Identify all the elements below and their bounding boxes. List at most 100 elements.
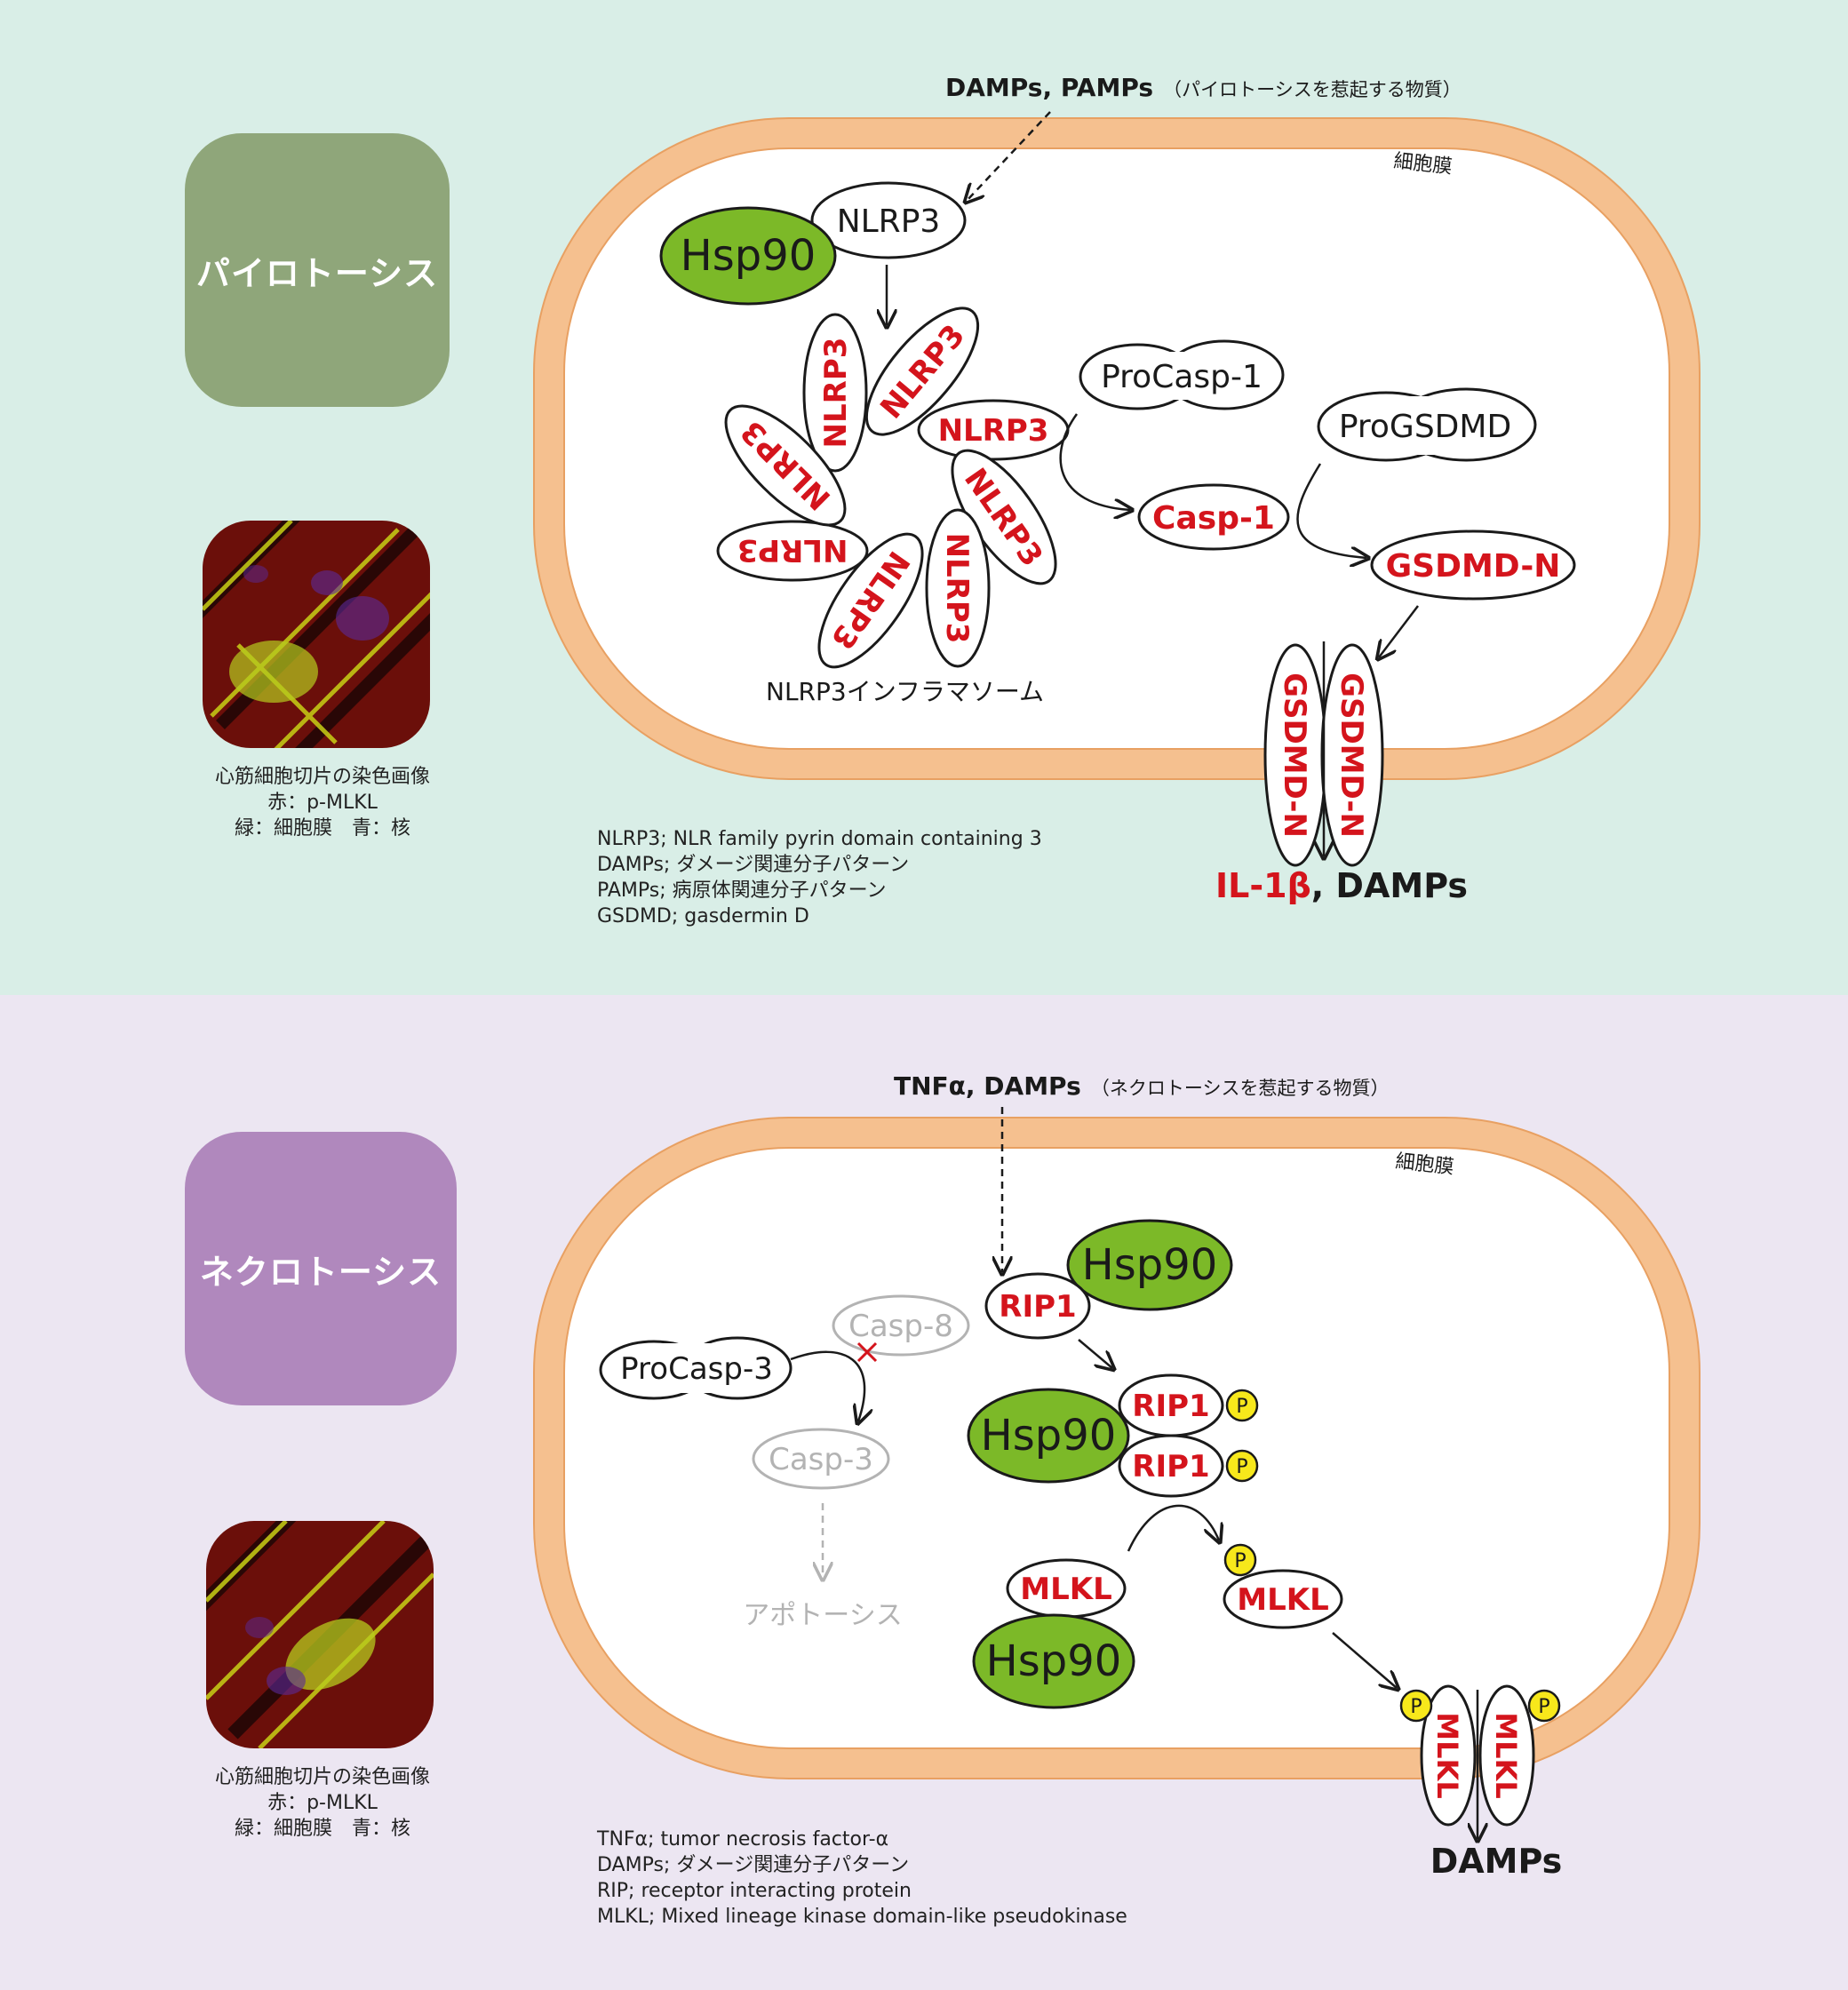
mlkl-ellipse: [1223, 1569, 1343, 1629]
rip1-label: RIP1: [1132, 1389, 1209, 1424]
legend-line: PAMPs; 病原体関連分子パターン: [597, 880, 887, 902]
gsdmdn-unit: GSDMD-N: [1334, 673, 1369, 838]
cell-membrane: [534, 118, 1700, 779]
rip1-label: RIP1: [1132, 1449, 1209, 1485]
procasp1-label: ProCasp-1: [1101, 359, 1263, 395]
casp1-arrow: [1059, 413, 1130, 510]
phospho-icon: [1527, 1689, 1561, 1723]
caption-line: 緑：細胞膜 青：核: [234, 1818, 410, 1840]
casp1-ellipse: [1137, 483, 1290, 551]
trigger-label: DAMPs, PAMPs （パイロトーシスを惹起する物質）: [945, 73, 1462, 102]
trigger-note: （ネクロトーシスを惹起する物質）: [1091, 1078, 1390, 1099]
trigger-main: DAMPs, PAMPs: [945, 73, 1153, 102]
apoptosis-label: アポトーシス: [743, 1600, 902, 1631]
phospho-icon: [1225, 1389, 1259, 1422]
rip1-ellipse: [1118, 1434, 1224, 1498]
gsdmdn-label: GSDMD-N: [1386, 548, 1561, 585]
pyroptosis-legend: NLRP3; NLR family pyrin domain containin…: [597, 826, 1219, 929]
pyroptosis-diagram: 細胞膜 DAMPs, PAMPs （パイロトーシスを惹起する物質） NLRP3 …: [533, 73, 1701, 905]
phospho-icon: [1399, 1689, 1433, 1723]
mlkl-label: MLKL: [1237, 1582, 1329, 1618]
gsdmdn-unit: GSDMD-N: [1277, 673, 1312, 838]
pore-arrow: [1379, 605, 1419, 657]
release-label: IL-1β, DAMPs: [1215, 866, 1468, 905]
legend-line: RIP; receptor interacting protein: [597, 1880, 912, 1902]
inflammasome-label: NLRP3インフラマソーム: [766, 677, 1044, 706]
inflammasome: NLRP3 NLRP3 NLRP3 NLRP3 NLRP3 NLRP3: [716, 306, 1070, 669]
nlrp3-ellipse: [810, 181, 967, 259]
inhibition-x-icon: [856, 1341, 878, 1363]
caption-line: 赤：p-MLKL: [267, 792, 378, 814]
caption-line: 緑：細胞膜 青：核: [234, 817, 410, 840]
necroptosis-panel: ネクロトーシス 心筋細胞切片の染色画像 赤：p-MLKL 緑：細胞膜 青：核 T…: [0, 995, 1848, 1990]
mlkl-unit: MLKL: [1430, 1712, 1464, 1798]
hsp90-ellipse: [972, 1613, 1135, 1709]
release-label: DAMPs: [1430, 1842, 1563, 1881]
trigger-arrow: [967, 111, 1051, 201]
cell-membrane: [534, 1118, 1700, 1779]
casp3-arrow: [790, 1350, 864, 1421]
hsp90-label: Hsp90: [981, 1411, 1117, 1461]
nlrp3-unit: NLRP3: [737, 532, 848, 568]
phosphorylation-arrow: [1127, 1504, 1219, 1552]
rip1-complex-arrow: [1078, 1339, 1112, 1368]
gsdmdn-arrow: [1296, 463, 1366, 558]
necroptosis-diagram: 細胞膜 TNFα, DAMPs （ネクロトーシスを惹起する物質） Hsp90 R…: [533, 1071, 1701, 1881]
hsp90-label: Hsp90: [681, 231, 816, 281]
legend-line: DAMPs; ダメージ関連分子パターン: [597, 1854, 910, 1876]
rip1-label: RIP1: [999, 1289, 1076, 1325]
pyroptosis-label: パイロトーシス: [195, 253, 439, 293]
necroptosis-legend: TNFα; tumor necrosis factor-α DAMPs; ダメー…: [597, 1827, 1272, 1930]
nlrp3-unit: NLRP3: [939, 533, 975, 644]
nlrp3-unit: NLRP3: [818, 338, 854, 449]
caption-line: 赤：p-MLKL: [267, 1792, 378, 1814]
casp1-label: Casp-1: [1152, 500, 1275, 537]
caption-line: 心筋細胞切片の染色画像: [214, 766, 430, 788]
procasp3-label: ProCasp-3: [620, 1351, 773, 1387]
il1b-label: IL-1β: [1215, 866, 1311, 905]
legend-line: MLKL; Mixed lineage kinase domain-like p…: [597, 1906, 1127, 1928]
pyroptosis-caption: 心筋細胞切片の染色画像 赤：p-MLKL 緑：細胞膜 青：核: [185, 764, 460, 841]
casp3-label: Casp-3: [769, 1442, 873, 1477]
legend-line: DAMPs; ダメージ関連分子パターン: [597, 854, 910, 876]
legend-line: GSDMD; gasdermin D: [597, 905, 809, 927]
gsdmdn-ellipse: [1370, 529, 1576, 601]
casp8-label: Casp-8: [848, 1309, 953, 1344]
damps-label: , DAMPs: [1311, 866, 1468, 905]
necroptosis-label-box: ネクロトーシス: [185, 1132, 457, 1405]
hsp90-ellipse: [659, 206, 837, 306]
legend-line: NLRP3; NLR family pyrin domain containin…: [597, 828, 1042, 850]
mlkl-unit: MLKL: [1489, 1712, 1523, 1798]
mlkl-pore: MLKL MLKL P P: [1399, 1684, 1561, 1839]
nlrp3-label: NLRP3: [837, 203, 941, 240]
hsp90-label: Hsp90: [986, 1636, 1122, 1686]
phospho-icon: [1223, 1543, 1257, 1577]
phospho-label: P: [1410, 1696, 1422, 1718]
mlkl-label: MLKL: [1020, 1572, 1112, 1607]
phospho-label: P: [1236, 1396, 1247, 1418]
casp8-ellipse: [832, 1294, 970, 1357]
hsp90-ellipse: [967, 1388, 1130, 1484]
nlrp3-unit: NLRP3: [938, 413, 1049, 449]
rip1-ellipse: [984, 1272, 1091, 1340]
progsdmd-label: ProGSDMD: [1339, 409, 1511, 445]
phospho-label: P: [1538, 1696, 1549, 1718]
phospho-label: P: [1234, 1550, 1246, 1572]
gsdmd-pore: GSDMD-N GSDMD-N: [1263, 641, 1384, 867]
hsp90-label: Hsp90: [1082, 1240, 1218, 1290]
phospho-label: P: [1236, 1456, 1247, 1478]
pyroptosis-micrograph: [203, 521, 430, 748]
trigger-main: TNFα, DAMPs: [894, 1071, 1081, 1101]
casp3-ellipse: [752, 1428, 890, 1490]
caption-line: 心筋細胞切片の染色画像: [214, 1766, 430, 1788]
hsp90-ellipse: [1066, 1219, 1233, 1311]
legend-line: TNFα; tumor necrosis factor-α: [597, 1828, 889, 1851]
pore-arrow: [1332, 1632, 1397, 1688]
necroptosis-caption: 心筋細胞切片の染色画像 赤：p-MLKL 緑：細胞膜 青：核: [185, 1764, 460, 1842]
trigger-note: （パイロトーシスを惹起する物質）: [1163, 79, 1462, 100]
pyroptosis-panel: パイロトーシス 心筋細胞切片の染色画像 赤：p-MLKL 緑：細胞膜: [0, 0, 1848, 995]
trigger-label: TNFα, DAMPs （ネクロトーシスを惹起する物質）: [894, 1071, 1389, 1101]
pyroptosis-label-box: パイロトーシス: [185, 133, 450, 407]
phospho-icon: [1225, 1449, 1259, 1483]
necroptosis-label: ネクロトーシス: [199, 1252, 442, 1292]
